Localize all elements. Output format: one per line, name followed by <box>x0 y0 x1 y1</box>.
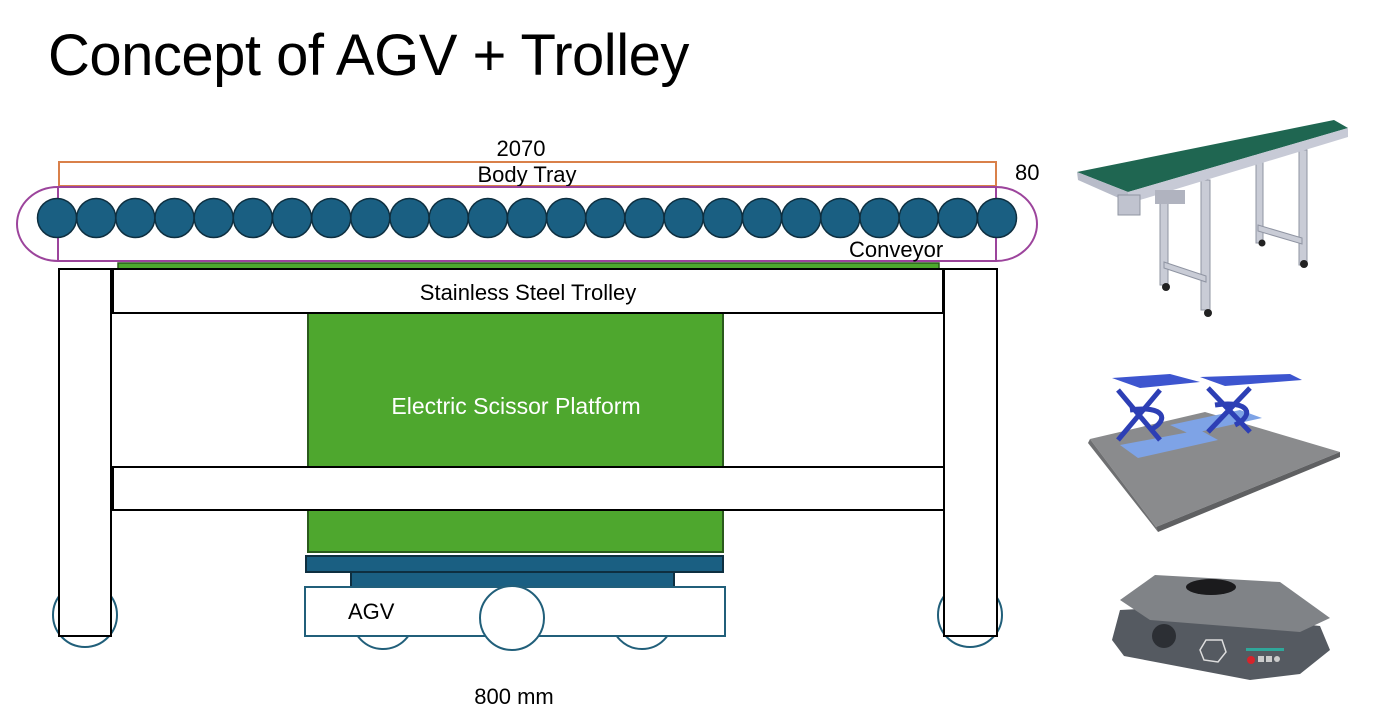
conveyor-roller <box>820 197 861 239</box>
agv-top-plate <box>305 555 724 573</box>
conveyor-roller <box>428 197 469 239</box>
scissor-platform-label: Electric Scissor Platform <box>391 393 640 419</box>
conveyor-roller <box>780 197 822 239</box>
body-tray-label: Body Tray <box>477 162 576 187</box>
belt-conveyor-photo <box>1077 120 1348 317</box>
electric-scissor-platform <box>307 312 724 553</box>
conveyor-roller <box>75 197 117 239</box>
agv-robot-photo <box>1112 575 1330 680</box>
conveyor-roller <box>506 197 548 239</box>
conveyor-roller <box>585 197 626 239</box>
conveyor-roller <box>310 197 352 239</box>
agv-wheel-center <box>479 585 545 651</box>
dimension-80-label: 80 <box>1015 160 1039 185</box>
dimension-2070-label: 2070 <box>497 136 546 161</box>
conveyor-roller <box>624 197 665 239</box>
conveyor-roller <box>937 197 979 239</box>
conveyor-roller <box>115 197 156 239</box>
conveyor-roller <box>467 197 509 239</box>
conveyor-roller <box>271 197 313 239</box>
conveyor-roller <box>36 197 78 239</box>
conveyor-roller <box>898 197 939 239</box>
trolley-lower-beam <box>112 466 945 511</box>
conveyor-roller <box>663 197 704 239</box>
conveyor-roller <box>741 197 783 239</box>
scissor-lift-photo <box>1088 374 1340 532</box>
conveyor-roller <box>154 197 195 239</box>
trolley-label: Stainless Steel Trolley <box>420 280 636 305</box>
conveyor-roller <box>389 197 430 239</box>
agv-label: AGV <box>348 599 395 624</box>
conveyor-roller <box>702 197 744 239</box>
conveyor-roller <box>232 197 274 239</box>
conveyor-roller <box>350 197 391 239</box>
slide-title: Concept of AGV + Trolley <box>48 23 689 88</box>
conveyor-rollers <box>36 197 1018 239</box>
trolley-leg-right <box>943 268 998 637</box>
conveyor-roller <box>859 197 900 239</box>
trolley-top-beam <box>112 268 944 314</box>
trolley-leg-left <box>58 268 112 637</box>
conveyor-roller <box>976 197 1018 239</box>
conveyor-label: Conveyor <box>849 237 943 262</box>
dimension-800mm-label: 800 mm <box>474 684 553 709</box>
conveyor-roller <box>545 197 587 239</box>
conveyor-roller <box>193 197 234 239</box>
